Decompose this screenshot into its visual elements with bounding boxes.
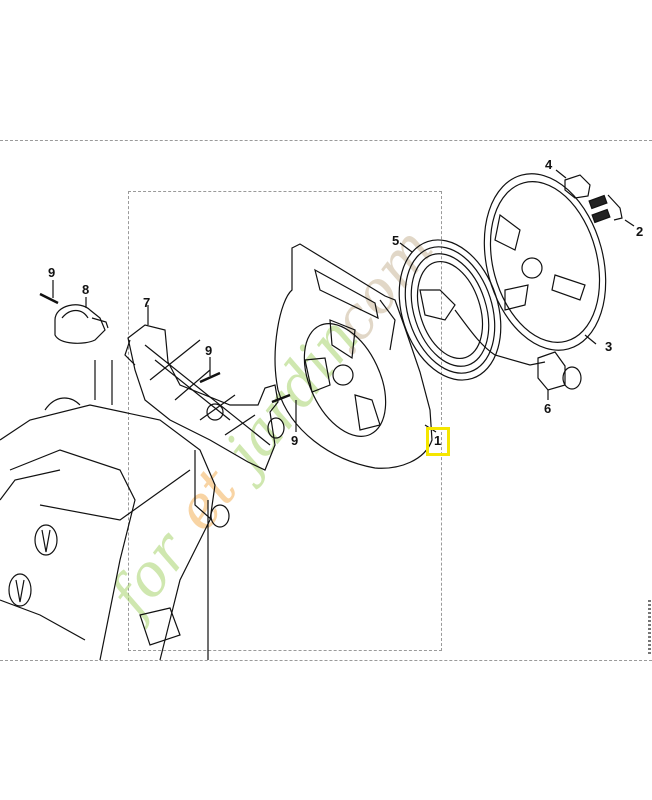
callout-9-middle: 9 <box>205 343 213 358</box>
diagram-outer-frame <box>0 140 652 661</box>
part-8-clip <box>54 297 109 344</box>
callout-7: 7 <box>143 295 151 310</box>
diagram-inner-frame <box>128 191 442 651</box>
callout-4: 4 <box>545 157 553 172</box>
part-3-disc <box>483 173 607 351</box>
callout-3: 3 <box>605 339 613 354</box>
part-1-housing <box>274 243 433 469</box>
callout-8: 8 <box>82 282 90 297</box>
callout-6: 6 <box>544 401 552 416</box>
callout-5: 5 <box>392 233 400 248</box>
part-6-connector <box>537 351 582 400</box>
callout-2: 2 <box>636 224 644 239</box>
callout-1-highlight-box <box>426 427 450 456</box>
part-4-cap <box>555 169 591 199</box>
part-2-couplings <box>588 194 635 227</box>
part-5-hose <box>398 239 546 381</box>
part-7-bracket <box>124 305 285 471</box>
side-reference-code <box>648 600 651 655</box>
callout-9-left: 9 <box>48 265 56 280</box>
washer-body <box>0 360 230 661</box>
callout-1: 1 <box>434 433 442 448</box>
callout-9-right: 9 <box>291 433 299 448</box>
